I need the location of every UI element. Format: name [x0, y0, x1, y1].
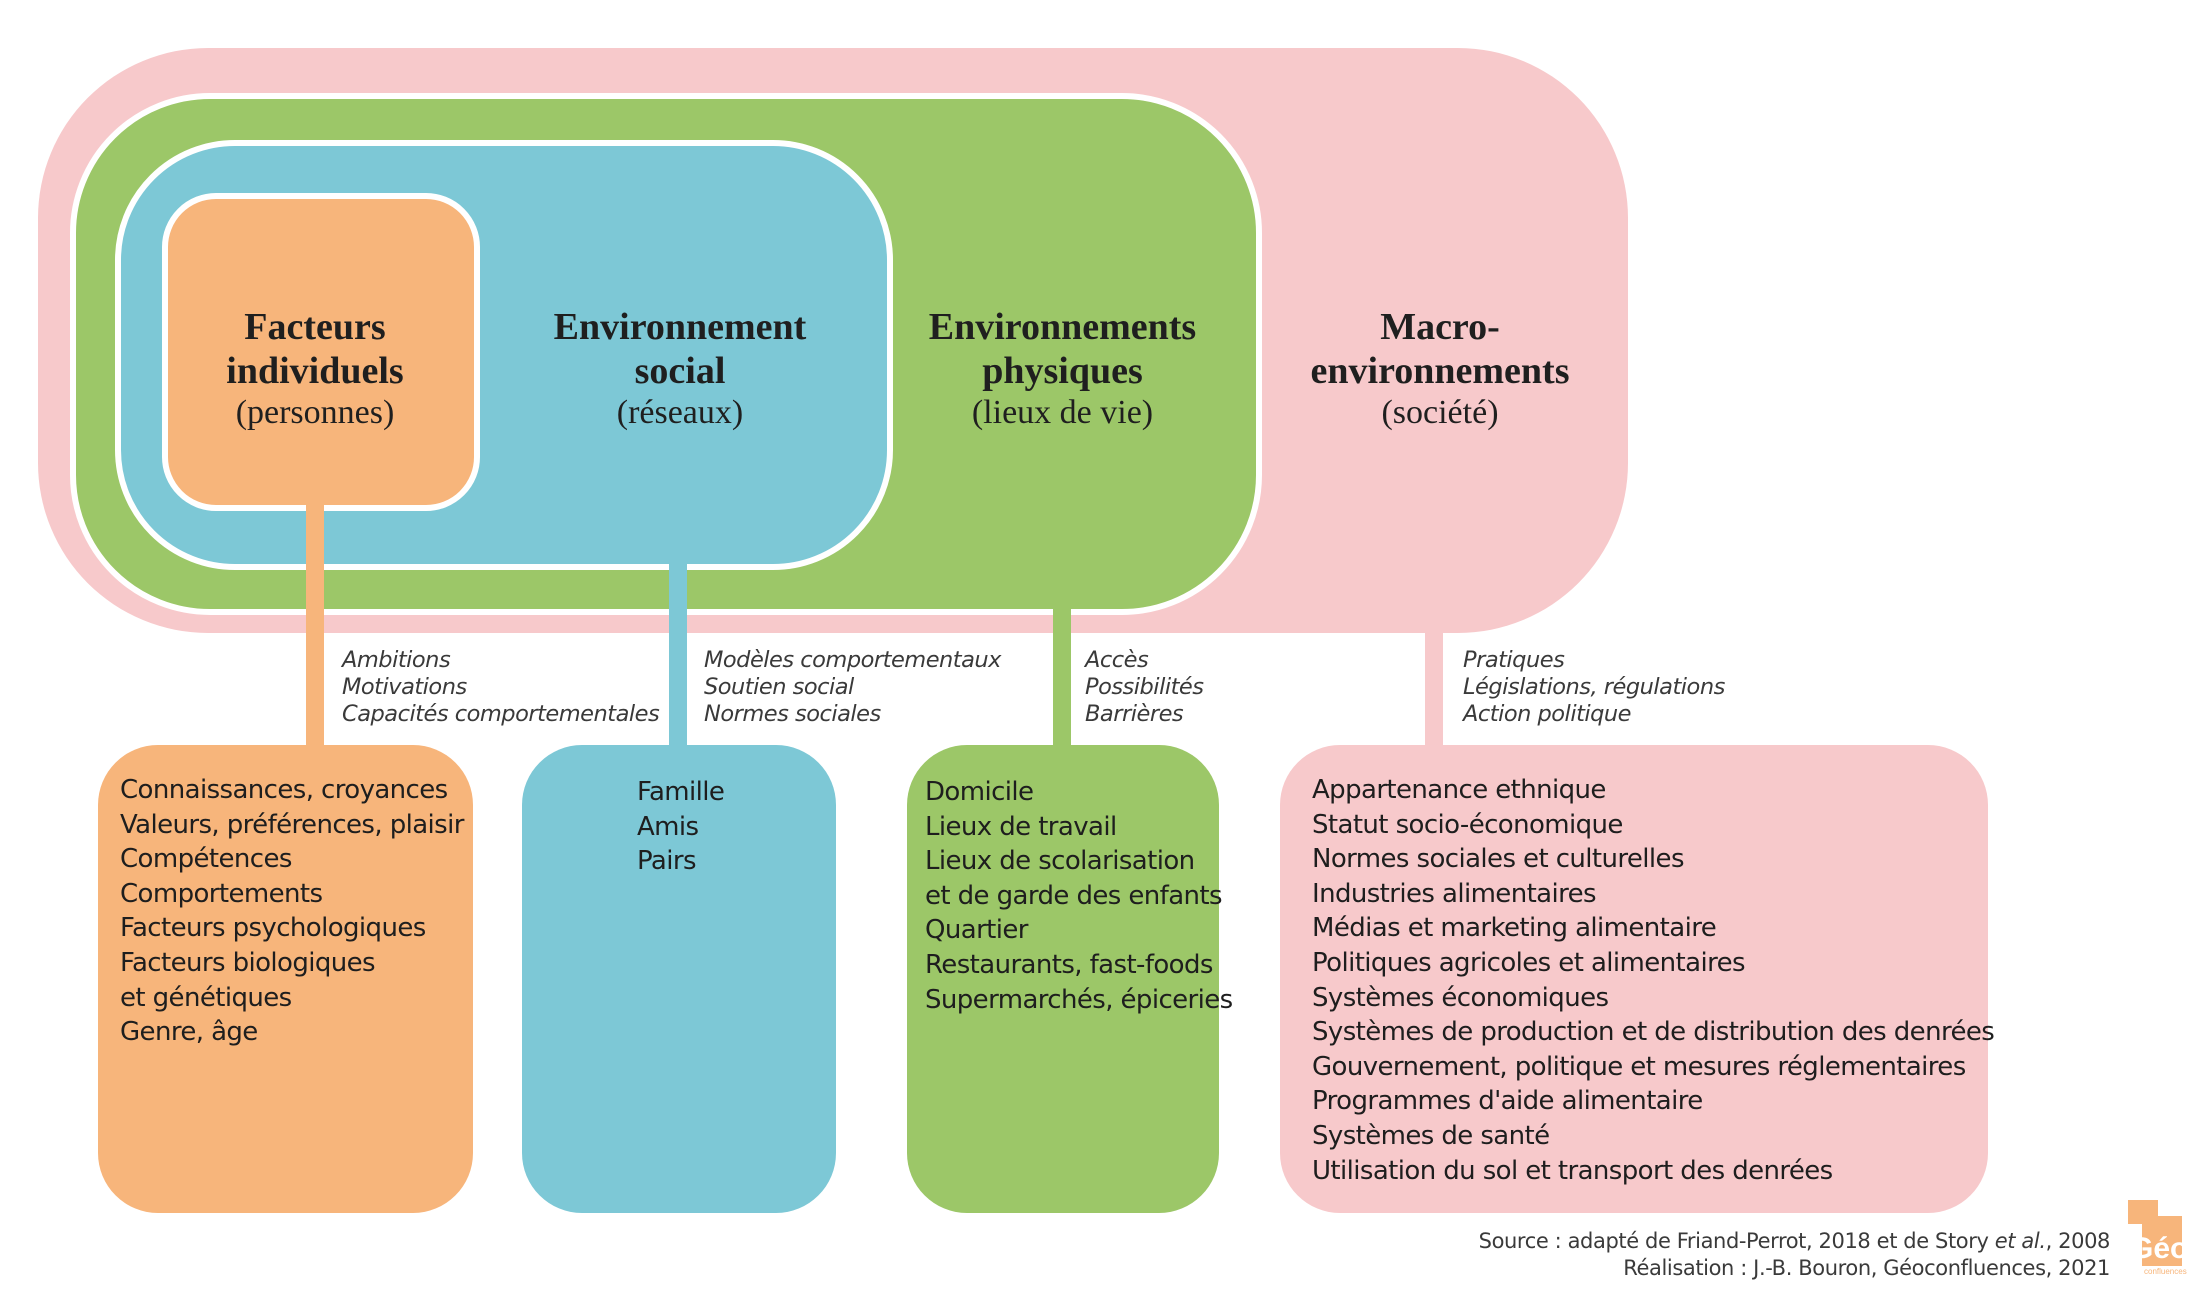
source-line: Source : adapté de Friand-Perrot, 2018 e… [1478, 1228, 2111, 1255]
list-item: Lieux de travail [925, 811, 1117, 842]
list-item: Normes sociales et culturelles [1312, 844, 1684, 875]
connector-macro [1425, 633, 1443, 747]
factors-social: Modèles comportementaux Soutien social N… [704, 647, 1002, 728]
list-item: Systèmes de production et de distributio… [1312, 1017, 1995, 1048]
connector-individual [306, 499, 324, 747]
factor-item: Action politique [1463, 701, 1632, 727]
list-item: Pairs [637, 846, 697, 877]
title-line: physiques [982, 350, 1143, 392]
list-item: Restaurants, fast-foods [925, 949, 1213, 980]
factors-macro: Pratiques Législations, régulations Acti… [1463, 647, 1725, 728]
box-individual-items: Connaissances, croyances Valeurs, préfér… [120, 773, 464, 1050]
list-item: Utilisation du sol et transport des denr… [1312, 1155, 1833, 1186]
individual-factors-sphere [162, 193, 480, 511]
list-item: Connaissances, croyances [120, 775, 448, 805]
list-item: et génétiques [120, 982, 292, 1013]
subtitle: (réseaux) [616, 394, 744, 431]
factor-item: Soutien social [704, 674, 854, 700]
list-item: Famille [637, 777, 725, 807]
factor-item: Motivations [342, 674, 467, 700]
logo-block [2142, 1216, 2182, 1266]
list-item: Lieux de scolarisation [925, 846, 1195, 877]
credit-line: Réalisation : J.-B. Bouron, Géoconfluenc… [1623, 1256, 2110, 1280]
factor-item: Législations, régulations [1463, 674, 1725, 700]
source-suffix: , 2008 [2045, 1229, 2111, 1253]
title-line: Environnement [553, 306, 807, 348]
list-item: Médias et marketing alimentaire [1312, 913, 1717, 944]
list-item: Industries alimentaires [1312, 878, 1597, 909]
title-line: individuels [226, 350, 404, 392]
list-item: Supermarchés, épiceries [925, 984, 1233, 1015]
title-individual: Facteurs individuels (personnes) [170, 305, 460, 433]
list-item: Facteurs biologiques [120, 947, 376, 978]
box-social [522, 745, 836, 1213]
connector-physical [1053, 603, 1071, 747]
factor-item: Normes sociales [704, 701, 881, 727]
source-prefix: Source : adapté de Friand-Perrot, 2018 e… [1478, 1229, 1995, 1253]
title-physical: Environnements physiques (lieux de vie) [890, 305, 1235, 433]
title-line: social [634, 350, 726, 392]
logo-subtext: confluences [2144, 1267, 2187, 1276]
connector-social [669, 558, 687, 747]
list-item: Valeurs, préférences, plaisir [120, 809, 464, 840]
list-item: Compétences [120, 844, 292, 875]
title-line: Macro- [1380, 306, 1500, 348]
factors-individual: Ambitions Motivations Capacités comporte… [342, 647, 660, 728]
list-item: Systèmes économiques [1312, 982, 1609, 1013]
list-item: Politiques agricoles et alimentaires [1312, 947, 1746, 978]
factor-item: Pratiques [1463, 647, 1565, 673]
title-line: environnements [1310, 350, 1570, 392]
source-credits: Source : adapté de Friand-Perrot, 2018 e… [1478, 1228, 2111, 1282]
list-item: Facteurs psychologiques [120, 913, 426, 944]
factor-item: Capacités comportementales [342, 701, 660, 727]
factors-physical: Accès Possibilités Barrières [1085, 647, 1204, 728]
title-line: Facteurs [244, 306, 386, 348]
list-item: Systèmes de santé [1312, 1120, 1550, 1151]
source-italic: et al. [1994, 1229, 2046, 1253]
list-item: Statut socio-économique [1312, 809, 1623, 840]
box-individual [98, 745, 473, 1213]
logo-text: Géo [2130, 1232, 2188, 1265]
factor-item: Ambitions [342, 647, 451, 673]
box-physical-items: Domicile Lieux de travail Lieux de scola… [925, 775, 1233, 1017]
subtitle: (société) [1381, 394, 1499, 431]
box-physical [907, 745, 1219, 1213]
title-social: Environnement social (réseaux) [500, 305, 860, 433]
list-item: Amis [637, 811, 699, 842]
box-macro [1280, 745, 1988, 1213]
factor-item: Barrières [1085, 701, 1184, 727]
title-line: Environnements [928, 306, 1197, 348]
title-macro: Macro- environnements (société) [1260, 305, 1620, 433]
factor-item: Accès [1085, 647, 1149, 673]
list-item: Comportements [120, 878, 323, 909]
factor-item: Modèles comportementaux [704, 647, 1002, 673]
list-item: Domicile [925, 777, 1034, 807]
list-item: Quartier [925, 915, 1028, 946]
list-item: Genre, âge [120, 1017, 258, 1048]
list-item: et de garde des enfants [925, 880, 1223, 911]
list-item: Gouvernement, politique et mesures régle… [1312, 1051, 1966, 1082]
box-macro-items: Appartenance ethnique Statut socio-écono… [1312, 773, 1995, 1188]
geoconfluences-logo: Géo confluences [2128, 1200, 2188, 1276]
list-item: Programmes d'aide alimentaire [1312, 1086, 1703, 1117]
factor-item: Possibilités [1085, 674, 1204, 700]
subtitle: (personnes) [235, 394, 395, 431]
list-item: Appartenance ethnique [1312, 775, 1606, 805]
subtitle: (lieux de vie) [971, 394, 1154, 431]
box-social-items: Famille Amis Pairs [637, 775, 725, 879]
